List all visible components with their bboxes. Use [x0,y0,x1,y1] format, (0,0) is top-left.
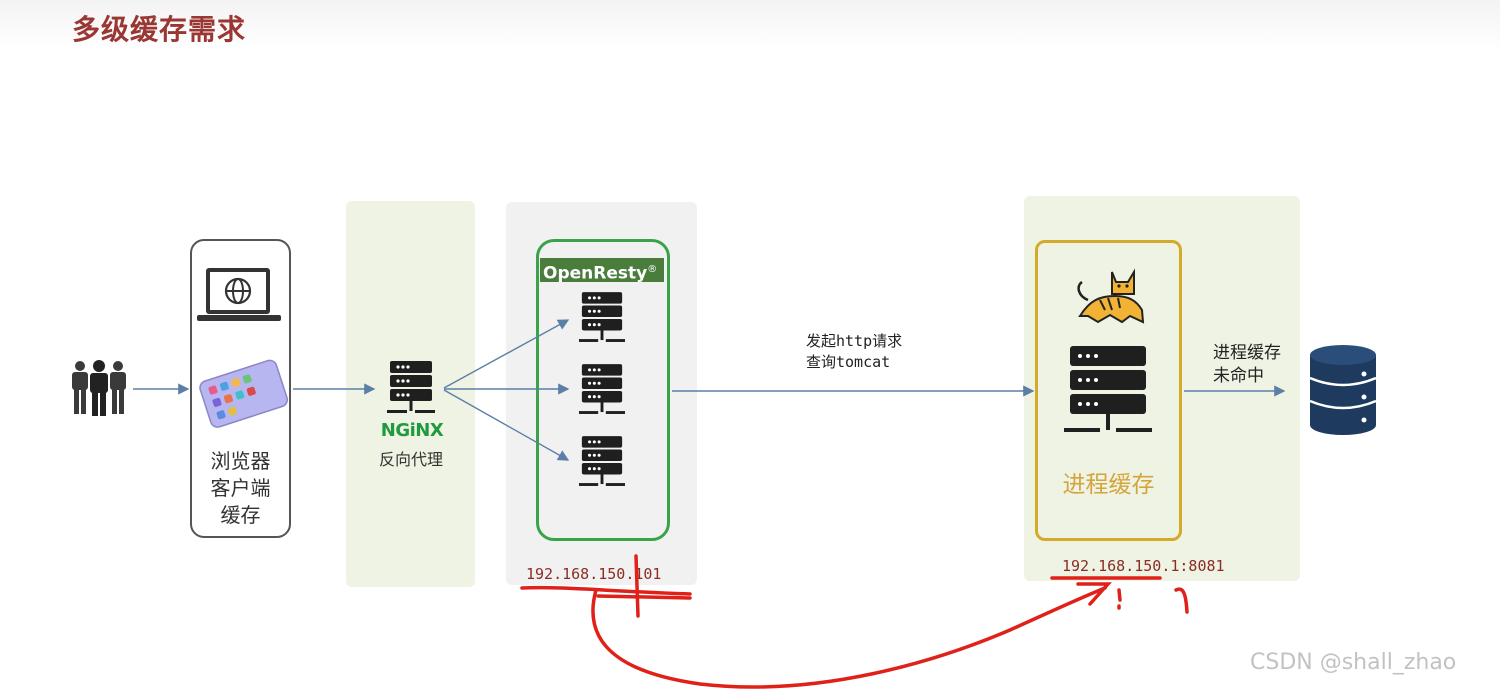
openresty-ip: 192.168.150.101 [526,565,662,583]
phone-icon [199,359,289,428]
curve-arrowhead [1076,582,1112,606]
watermark: CSDN @shall_zhao [1250,650,1457,675]
openresty-server-2-icon [579,364,625,414]
tomcat-ip: 192.168.150.1:8081 [1062,557,1225,575]
openresty-logo: OpenResty® [540,258,664,284]
openresty-box [536,239,670,541]
curve-openresty-to-tomcat [591,586,1107,689]
nginx-logo: NGiNX [380,420,444,441]
one-mark [1174,587,1189,614]
plus-mark-horizontal [596,594,692,600]
http-request-label: 发起http请求 查询tomcat [806,332,903,371]
openresty-logo-text: OpenResty [543,263,648,284]
tomcat-box [1035,240,1182,541]
arrow-nginx-to-server-3 [443,389,570,461]
laptop-globe-icon [197,268,281,321]
openresty-server-1-icon [579,292,625,342]
arrow-nginx-to-server-1 [443,319,570,389]
plus-mark-vertical [634,554,640,618]
exclaim-mark [1117,588,1122,610]
nginx-server-icon [387,361,435,413]
users-icon [72,360,126,416]
flow-arrows [133,319,1286,461]
client-cache-label: 浏览器 客户端 缓存 [210,449,271,527]
process-cache-label: 进程缓存 [1062,472,1155,498]
database-icon [1309,345,1377,435]
underline-openresty-ip [520,585,692,596]
openresty-server-3-icon [579,436,625,486]
tomcat-server-icon [1064,346,1152,432]
page-title: 多级缓存需求 [72,13,247,46]
cache-miss-label: 进程缓存 未命中 [1213,343,1281,386]
header-bar [0,0,1500,50]
red-annotations [520,554,1189,689]
registered-mark: ® [647,264,658,275]
tomcat-panel [1024,196,1300,581]
reverse-proxy-label: 反向代理 [378,450,443,469]
tomcat-cat-icon [1077,268,1145,324]
